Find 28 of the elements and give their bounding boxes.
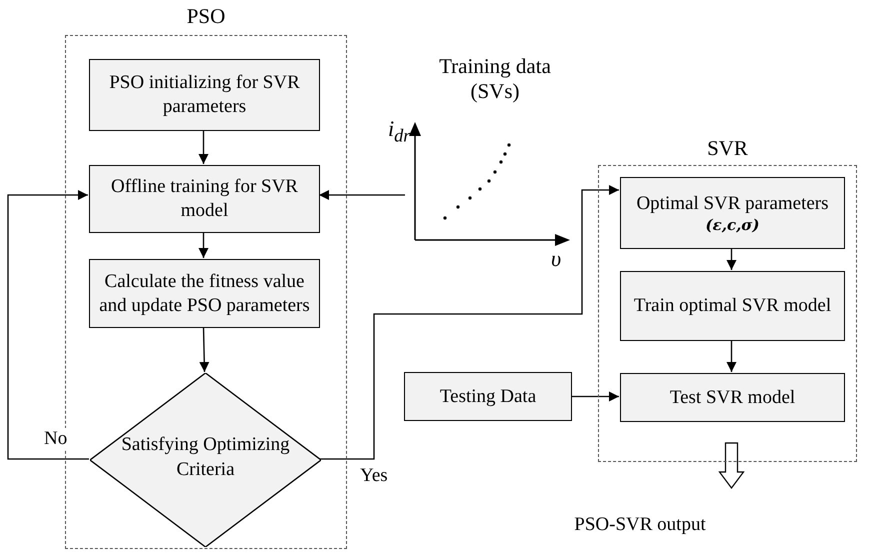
process-box: Calculate the fitness value and update PSO parameters [89,259,320,328]
arrow [319,190,405,200]
arrow [572,392,619,402]
decision-diamond [90,373,321,547]
process-box: Test SVR model [620,373,845,422]
decision-text: Satisfying Optimizing Criteria [120,433,291,482]
box-text: Optimal SVR parameters [636,192,829,216]
arrow [726,340,736,372]
process-box: Offline training for SVR model [89,165,320,233]
parameter-text: (ε,c,σ) [706,216,760,234]
arrow [198,130,208,164]
axis-label: i$_{dr}$ [388,116,410,146]
group-title: SVR [706,136,749,161]
edge-label: No [44,428,68,450]
process-box [620,177,845,249]
arrow [718,442,745,489]
arrow [198,232,208,258]
process-box: Testing Data [404,372,572,421]
arrow [199,326,210,372]
arrow [320,185,619,460]
arrow [726,248,736,270]
arrow [7,190,89,460]
group-title: PSO [186,4,226,29]
axis-label: υ [551,246,562,272]
process-box: PSO initializing for SVR parameters [89,59,320,131]
chart-title: Training data (SVs) [438,54,552,104]
process-box: Train optimal SVR model [620,271,845,341]
output-text: PSO-SVR output [573,514,707,536]
